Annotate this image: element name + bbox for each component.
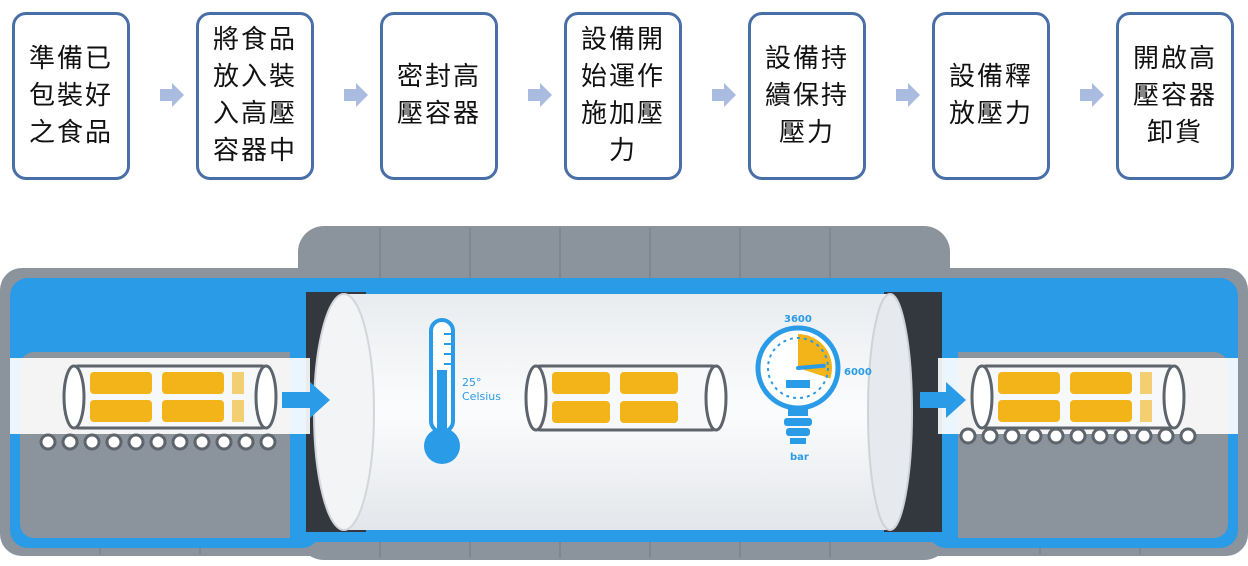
step-box-7: 開啟高壓容器卸貨	[1116, 12, 1234, 180]
hpp-machine-illustration: 25° Celsius 3600 6000 bar	[0, 226, 1248, 560]
gauge-unit: bar	[790, 452, 809, 463]
process-flow: 準備已包裝好之食品 將食品放入裝入高壓容器中 密封高壓容器 設備開始運作施加壓力…	[0, 0, 1248, 200]
step-label: 設備開始運作施加壓力	[580, 25, 665, 166]
step-box-4: 設備開始運作施加壓力	[564, 12, 682, 180]
temperature-value: 25°	[462, 376, 482, 389]
temperature-unit: Celsius	[462, 390, 501, 403]
step-box-3: 密封高壓容器	[380, 12, 498, 180]
arrow-icon	[1080, 83, 1104, 107]
step-label: 設備釋放壓力	[948, 62, 1033, 129]
gauge-needle	[796, 363, 826, 370]
step-label: 開啟高壓容器卸貨	[1132, 43, 1217, 148]
step-label: 將食品放入裝入高壓容器中	[212, 25, 297, 166]
right-loader	[938, 339, 1238, 445]
pressure-gauge-icon	[755, 325, 841, 444]
outflow-arrow-icon	[920, 382, 966, 418]
arrow-icon	[160, 83, 184, 107]
arrow-icon	[528, 83, 552, 107]
step-box-6: 設備釋放壓力	[932, 12, 1050, 180]
step-label: 設備持續保持壓力	[764, 43, 849, 148]
step-box-5: 設備持續保持壓力	[748, 12, 866, 180]
step-label: 密封高壓容器	[396, 62, 481, 129]
arrow-icon	[712, 83, 736, 107]
gauge-right-value: 6000	[844, 367, 872, 378]
step-box-2: 將食品放入裝入高壓容器中	[196, 12, 314, 180]
left-loader	[10, 358, 310, 451]
inflow-arrow-icon	[282, 382, 330, 418]
step-box-1: 準備已包裝好之食品	[12, 12, 130, 180]
chamber-product	[524, 364, 728, 432]
arrow-icon	[344, 83, 368, 107]
arrow-icon	[896, 83, 920, 107]
thermometer-icon	[424, 318, 460, 464]
gauge-top-value: 3600	[784, 314, 812, 325]
step-label: 準備已包裝好之食品	[28, 43, 113, 148]
